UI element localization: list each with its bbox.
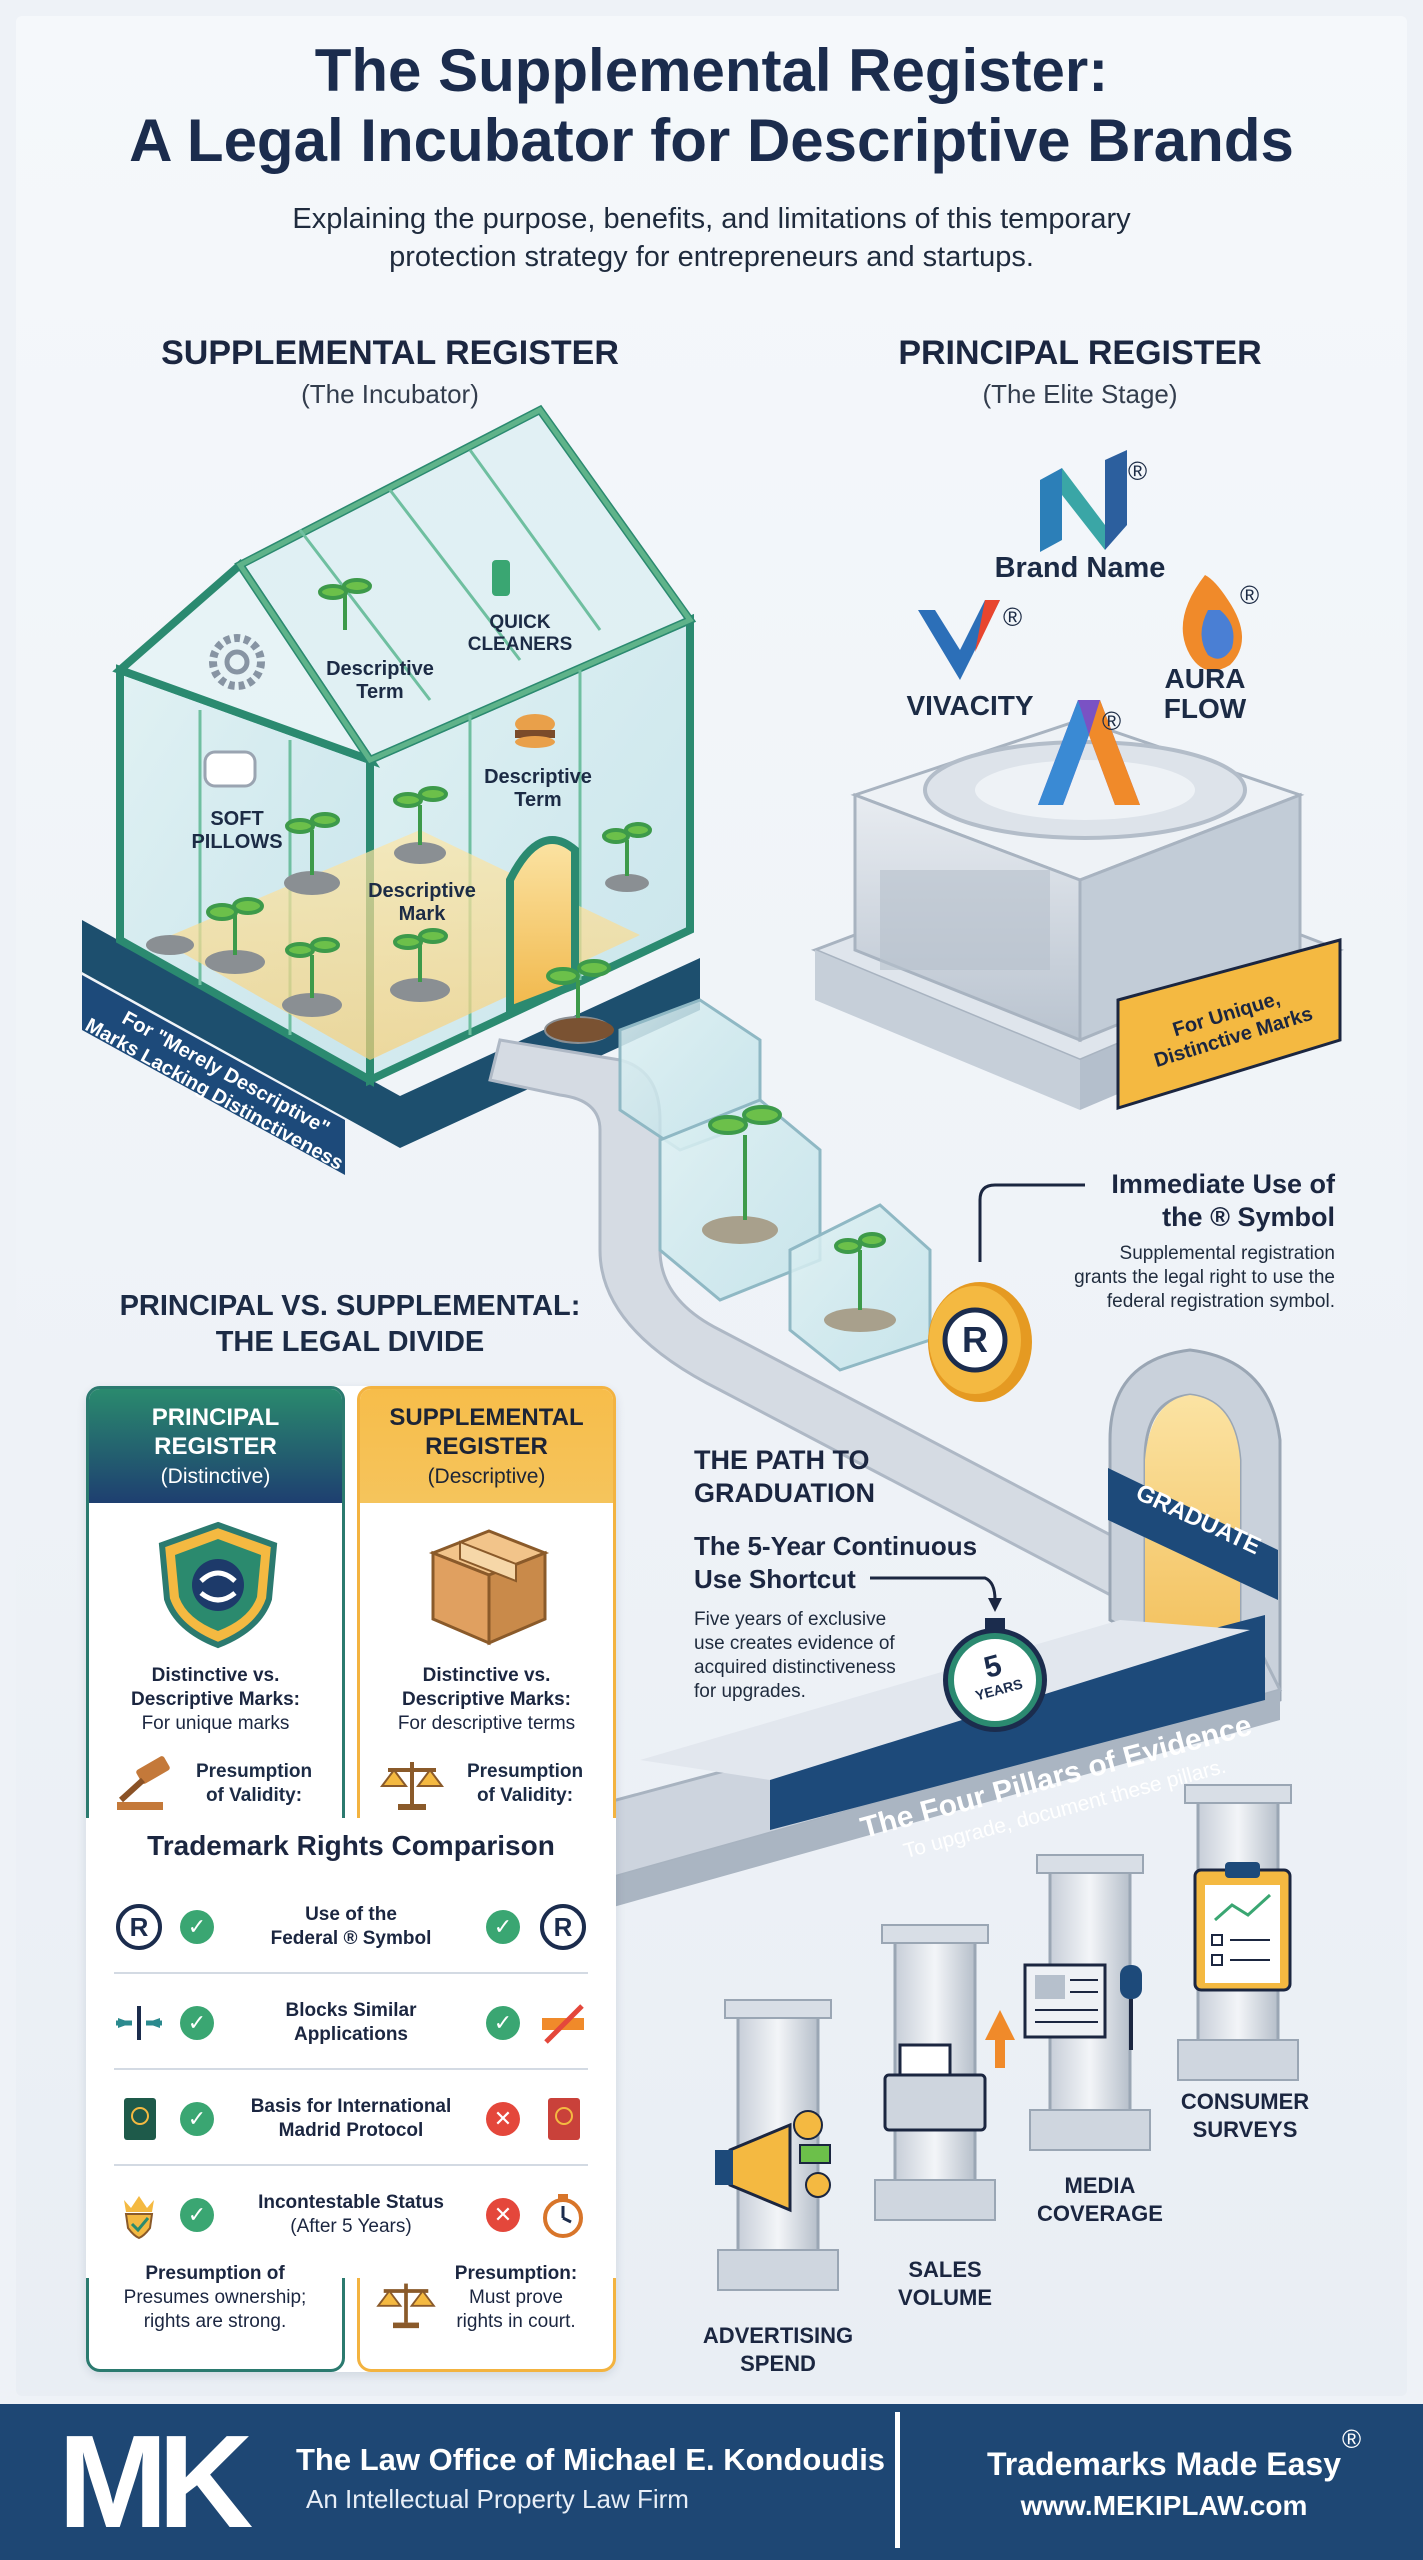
check-icon: ✓	[180, 2006, 214, 2040]
check-icon: ✓	[180, 2102, 214, 2136]
brand-logo-vivacity	[918, 600, 1000, 680]
supplemental-validity-row: Presumption of Validity:	[360, 1754, 613, 1824]
table-row: ✓ Incontestable Status(After 5 Years) ✕	[114, 2168, 588, 2262]
svg-text:R: R	[554, 1912, 573, 1942]
principal-presumption-foot: Presumption of Presumes ownership; right…	[123, 2263, 307, 2332]
pillar-advertising	[717, 1999, 839, 2291]
comparison-card: PRINCIPAL REGISTER (Distinctive) Distinc…	[86, 1386, 616, 2372]
rights-comparison-title: Trademark Rights Comparison	[147, 1830, 555, 1861]
firm-logo: MK	[58, 2408, 253, 2555]
brand-logo-a	[1038, 700, 1140, 805]
vivacity-label: VIVACITY	[906, 690, 1034, 721]
registered-mark-vivacity: ®	[1003, 602, 1023, 632]
label-descriptive-mark: Descriptive Mark	[368, 880, 476, 925]
shortcut-callout: The 5-Year Continuous Use Shortcut Five …	[694, 1531, 978, 1702]
label-descriptive-term-1: Descriptive Term	[326, 658, 434, 703]
principal-heading: PRINCIPAL REGISTER (The Elite Stage)	[898, 334, 1262, 409]
firm-name: The Law Office of Michael E. Kondoudis	[296, 2442, 886, 2477]
check-icon: ✓	[180, 1910, 214, 1944]
pillow-icon	[203, 750, 257, 788]
path-callout: THE PATH TO GRADUATION	[694, 1445, 875, 1508]
greenhouse-banner	[82, 975, 345, 1175]
illustration-scene: R	[82, 404, 1345, 2291]
shortcut-callout-leader	[870, 1576, 997, 1601]
svg-text:R: R	[130, 1912, 149, 1942]
registered-coin-icon: R	[928, 1282, 1032, 1402]
cross-icon: ✕	[486, 2198, 520, 2232]
footer-divider	[895, 2412, 900, 2548]
brand-name-label: Brand Name	[994, 552, 1166, 584]
principal-marks-row: Distinctive vs. Descriptive Marks: For u…	[131, 1665, 300, 1734]
page-subtitle: Explaining the purpose, benefits, and li…	[292, 203, 1131, 273]
check-icon: ✓	[486, 2006, 520, 2040]
greenhouse	[82, 404, 700, 1148]
gavel-icon	[117, 1756, 170, 1810]
firm-website-link[interactable]: www.MEKIPLAW.com	[1020, 2490, 1308, 2521]
principal-validity-row: Presumption of Validity:	[89, 1754, 342, 1824]
megaphone-icon	[715, 2110, 831, 2213]
block-arrows-icon	[116, 2006, 162, 2040]
registered-mark-n: ®	[1128, 456, 1148, 486]
burger-icon	[515, 714, 555, 734]
passport-icon	[124, 2098, 156, 2140]
page-title: The Supplemental Register: A Legal Incub…	[129, 37, 1294, 174]
registered-mark-a: ®	[1102, 706, 1122, 736]
crown-shield-icon	[124, 2196, 154, 2240]
tagline-registered-mark: ®	[1342, 2424, 1362, 2454]
blocked-icon	[542, 2004, 584, 2044]
check-icon: ✓	[180, 2198, 214, 2232]
rights-comparison-table: Trademark Rights Comparison R ✓ Use of t…	[86, 1818, 616, 2278]
principal-column-header: PRINCIPAL REGISTER (Distinctive)	[89, 1389, 342, 1503]
supplemental-marks-row: Distinctive vs. Descriptive Marks: For d…	[397, 1665, 576, 1734]
brand-logo-aura-flow	[1182, 575, 1243, 671]
conveyor-path	[488, 998, 1122, 1603]
box-icon	[428, 1529, 550, 1646]
spray-bottle-icon	[492, 560, 510, 596]
symbol-callout: Immediate Use of the ® Symbol Supplement…	[1074, 1169, 1335, 1312]
supplemental-presumption-foot: Presumption: Must prove rights in court.	[454, 2263, 578, 2332]
registered-icon: R	[116, 1904, 162, 1950]
newspaper-icon	[1023, 1963, 1142, 2050]
supplemental-heading: SUPPLEMENTAL REGISTER (The Incubator)	[161, 334, 619, 409]
firm-subtitle: An Intellectual Property Law Firm	[306, 2484, 689, 2514]
symbol-callout-leader	[978, 1183, 1085, 1262]
label-descriptive-term-2: Descriptive Term	[484, 766, 592, 811]
footer-bar	[0, 2404, 1423, 2560]
clipboard-chart-icon	[1193, 1862, 1292, 1992]
stopwatch-icon	[543, 2194, 583, 2238]
cash-register-icon	[883, 2010, 1015, 2132]
passport-icon	[548, 2098, 580, 2140]
aura-flow-label: AURA FLOW	[1163, 663, 1247, 724]
scales-icon	[380, 1762, 444, 1810]
supplemental-column-header: SUPPLEMENTAL REGISTER (Descriptive)	[360, 1389, 613, 1503]
shield-icon	[158, 1521, 278, 1649]
footer-tagline: Trademarks Made Easy	[987, 2446, 1341, 2482]
label-soft-pillows: SOFT PILLOWS	[191, 808, 283, 853]
gear-icon	[209, 634, 265, 690]
svg-text:R: R	[962, 1319, 988, 1360]
legal-divide-heading: PRINCIPAL VS. SUPPLEMENTAL: THE LEGAL DI…	[119, 1290, 581, 1358]
five-year-clock-icon	[943, 1618, 1047, 1732]
cross-icon: ✕	[486, 2102, 520, 2136]
principal-podium	[810, 718, 1345, 1111]
registered-mark-aura: ®	[1240, 580, 1260, 610]
registered-icon: R	[540, 1904, 586, 1950]
brand-logo-n	[1040, 450, 1127, 552]
scales-icon	[376, 2283, 436, 2329]
label-quick-cleaners: QUICK CLEANERS	[467, 612, 573, 655]
check-icon: ✓	[486, 1910, 520, 1944]
